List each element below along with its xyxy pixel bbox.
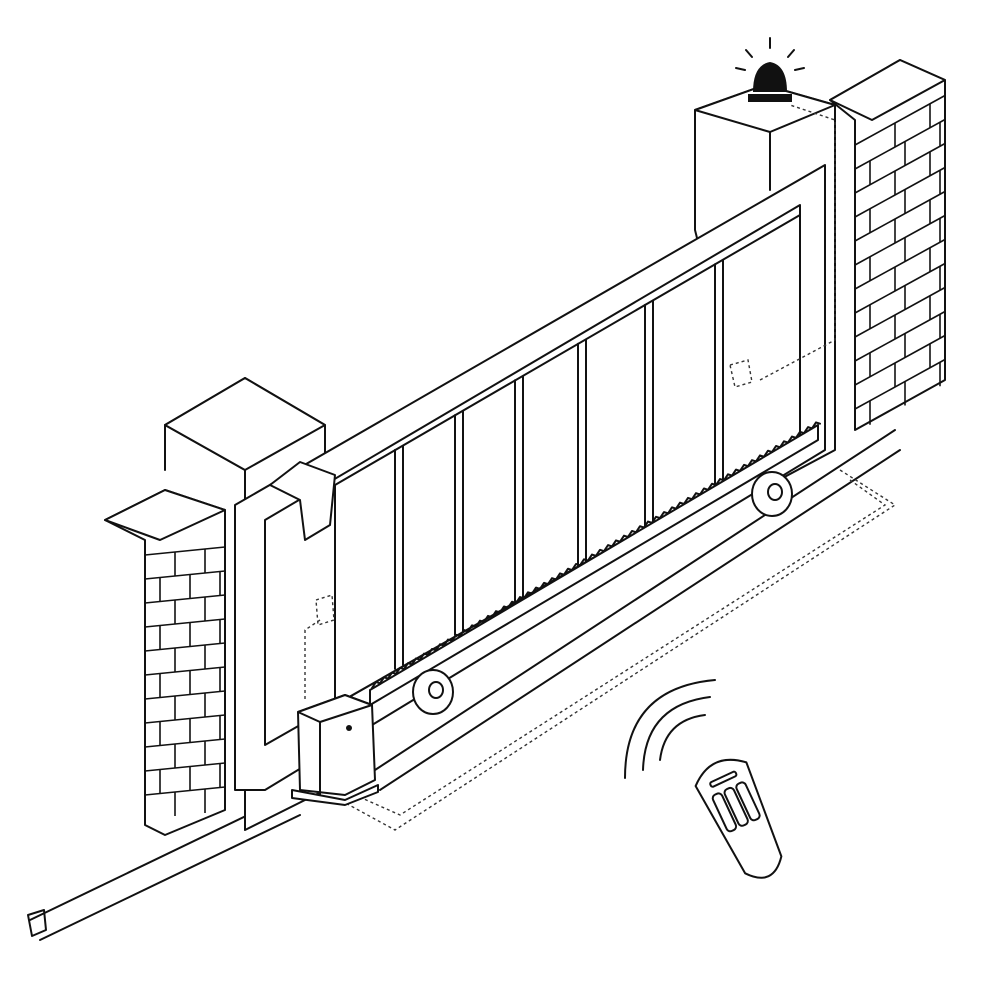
gate-wheel-left <box>412 669 454 715</box>
left-photocell-housing <box>269 461 336 541</box>
signal-waves-icon <box>624 679 716 779</box>
wiring <box>304 104 897 831</box>
photocell-icon <box>729 359 753 388</box>
cable-end-icon <box>27 909 47 937</box>
gate-wheel-right <box>751 471 793 517</box>
left-brick-wall <box>104 489 226 836</box>
warning-light-icon <box>735 37 805 102</box>
gear-rack <box>369 421 821 706</box>
right-brick-wall <box>829 59 946 431</box>
ground-lines <box>27 429 901 941</box>
remote-control-icon <box>694 758 783 879</box>
photocell-icon <box>315 594 335 626</box>
gate-motor-icon <box>291 694 379 806</box>
sliding-gate <box>234 164 826 791</box>
